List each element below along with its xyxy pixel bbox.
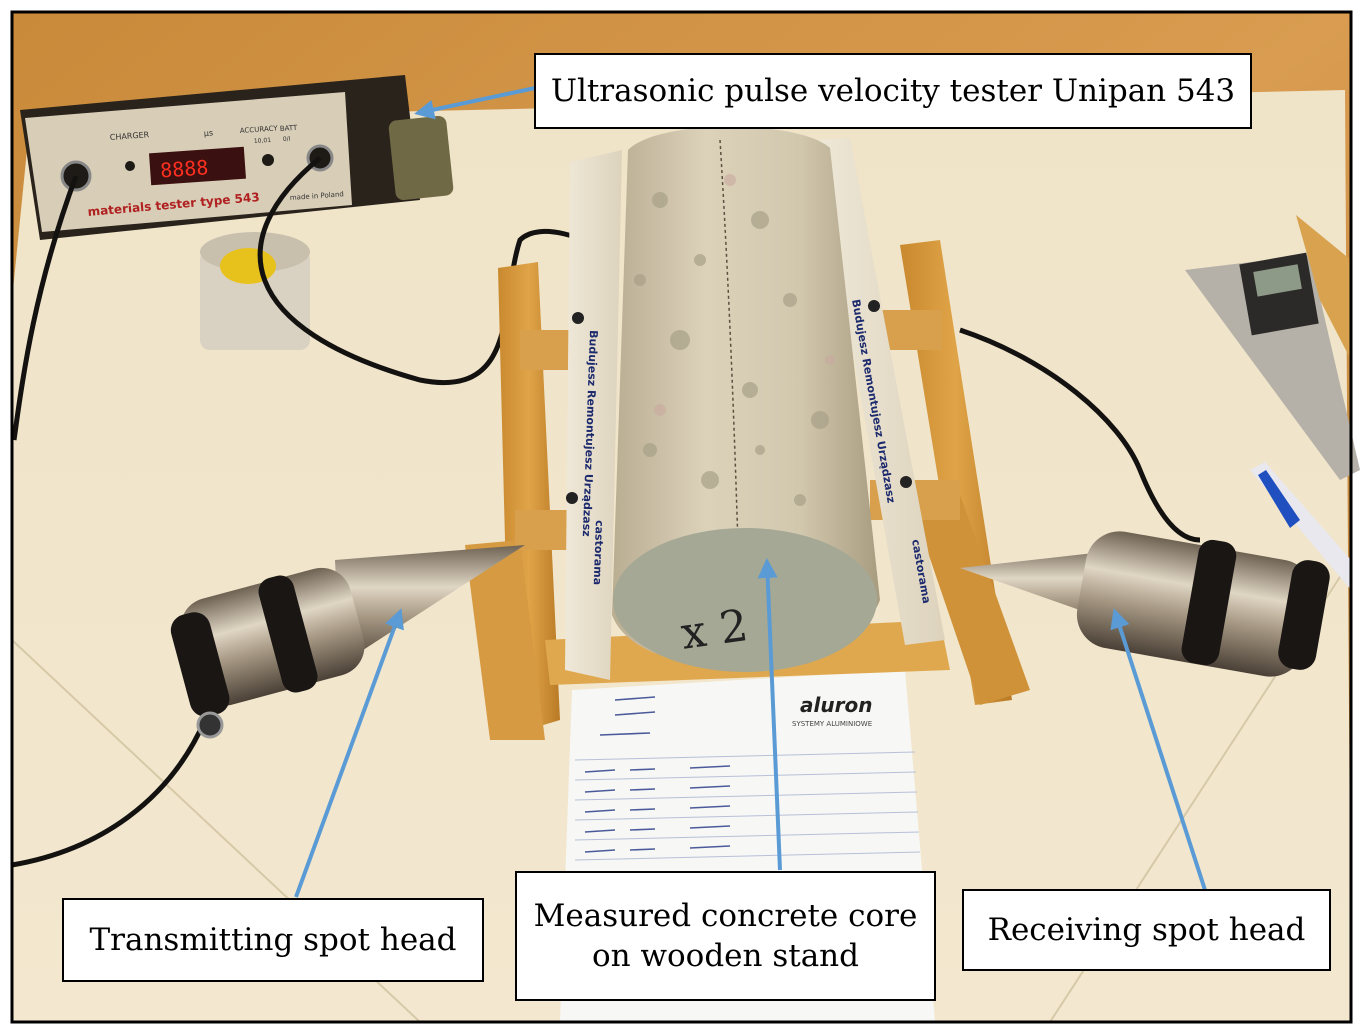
callout-arrows <box>294 86 1207 898</box>
arrow-receiving <box>1110 608 1207 891</box>
pulse-velocity-tester: 8888 CHARGER μs ACCURACY 10,01 BATT 0/I … <box>20 75 454 240</box>
notes-brand: aluron <box>800 693 872 717</box>
core-end-face <box>613 528 877 672</box>
tin-can <box>200 232 310 350</box>
arrow-core <box>757 558 782 871</box>
core-label-line2: on wooden stand <box>591 938 859 974</box>
cables <box>11 156 1201 868</box>
ruler-left-brand: castorama <box>591 520 606 585</box>
transmitting-label-text: Transmitting spot head <box>89 921 457 958</box>
receiving-label-text: Receiving spot head <box>987 911 1306 948</box>
panel-charger-label: CHARGER <box>110 130 150 142</box>
panel-accuracy-value: 10,01 <box>254 137 272 145</box>
ruler-right-edge <box>1296 215 1351 360</box>
receiving-transducer <box>960 531 1330 677</box>
panel-batt-value: 0/I <box>283 135 291 143</box>
photo-frame <box>10 10 1353 1024</box>
panel-made-in: made in Poland <box>290 190 344 202</box>
folding-ruler-left: Budujesz Remontujesz Urządzasz castorama <box>565 150 622 680</box>
receiving-label: Receiving spot head <box>962 889 1331 971</box>
caliper <box>1185 252 1360 480</box>
transmitting-label: Transmitting spot head <box>62 898 484 982</box>
arrow-transmitting <box>294 608 404 898</box>
lcd-display <box>148 146 246 186</box>
tester-label-text: Ultrasonic pulse velocity tester Unipan … <box>550 72 1236 109</box>
core-label-line1: Measured concrete core <box>533 897 918 934</box>
pen <box>1250 462 1351 590</box>
transmitting-transducer <box>170 545 525 739</box>
arrow-tester <box>414 86 536 120</box>
panel-unit-label: μs <box>204 128 214 138</box>
concrete-core: x 2 <box>612 126 880 672</box>
core-marking: x 2 <box>678 600 751 660</box>
carry-strap <box>388 115 454 201</box>
panel-accuracy-label: ACCURACY <box>240 124 279 135</box>
core-label: Measured concrete core on wooden stand <box>515 871 936 1001</box>
notes-brand-sub: SYSTEMY ALUMINIOWE <box>792 720 872 728</box>
lcd-digits: 8888 <box>159 155 209 182</box>
panel-batt-label: BATT <box>280 124 299 133</box>
tester-label: Ultrasonic pulse velocity tester Unipan … <box>534 53 1252 129</box>
